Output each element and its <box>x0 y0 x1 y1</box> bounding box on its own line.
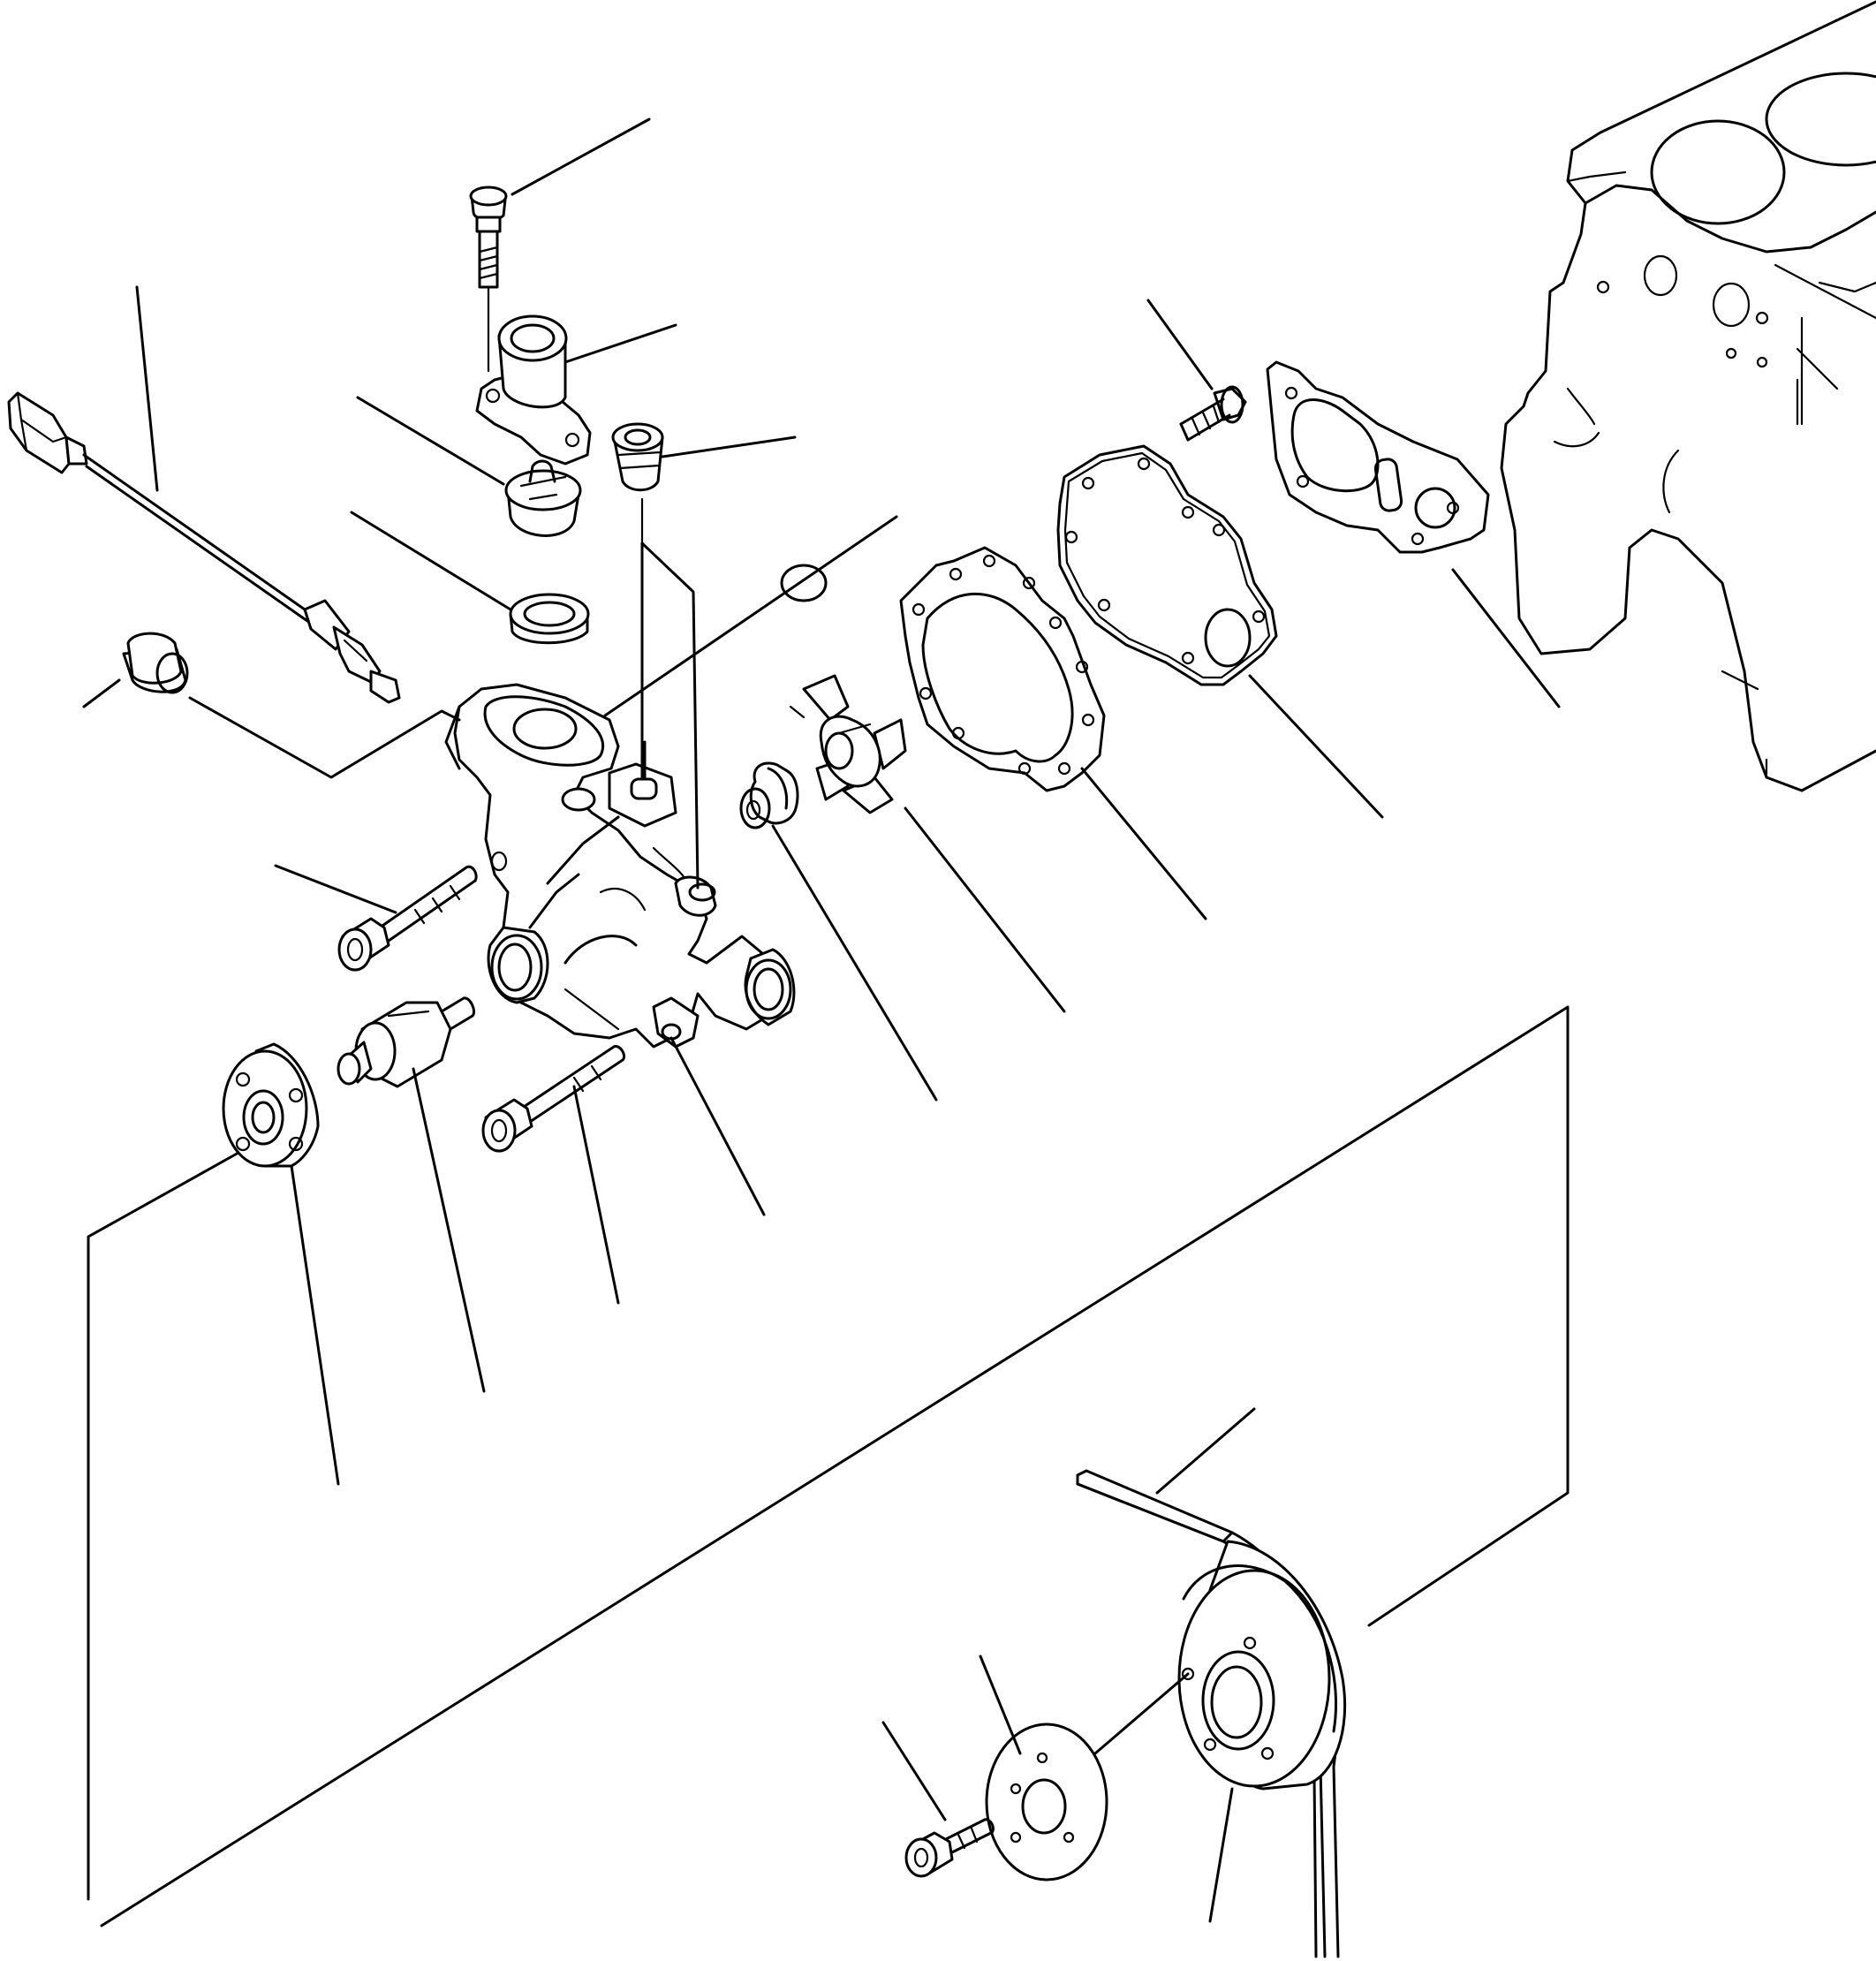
o-ring <box>780 564 828 602</box>
hose-bushing <box>611 422 664 545</box>
block-gasket <box>1266 360 1490 554</box>
spacer-plate <box>985 1722 1108 1882</box>
thermostat <box>504 459 582 537</box>
water-pump-body <box>444 683 796 1049</box>
pulley-bolt <box>904 1818 995 1878</box>
thermostat-cover-bolt <box>469 186 508 373</box>
bolt-long <box>337 865 478 972</box>
leader-lines <box>82 117 1570 1927</box>
cover-screw <box>1179 385 1247 442</box>
pulley <box>1177 1540 1347 1791</box>
bolt-upper <box>481 1045 626 1153</box>
pump-cover-plate <box>1056 444 1278 686</box>
thermostat-cover <box>475 314 592 466</box>
thermostat-seal <box>509 593 590 645</box>
shaft-bearing <box>337 996 476 1088</box>
fan-hub <box>222 1042 320 1168</box>
impeller <box>789 674 907 814</box>
engine-block <box>1500 0 1876 792</box>
plug <box>122 632 189 694</box>
pump-gasket <box>899 546 1106 792</box>
water-temperature-sensor <box>7 391 401 704</box>
seal-unit <box>739 761 799 829</box>
